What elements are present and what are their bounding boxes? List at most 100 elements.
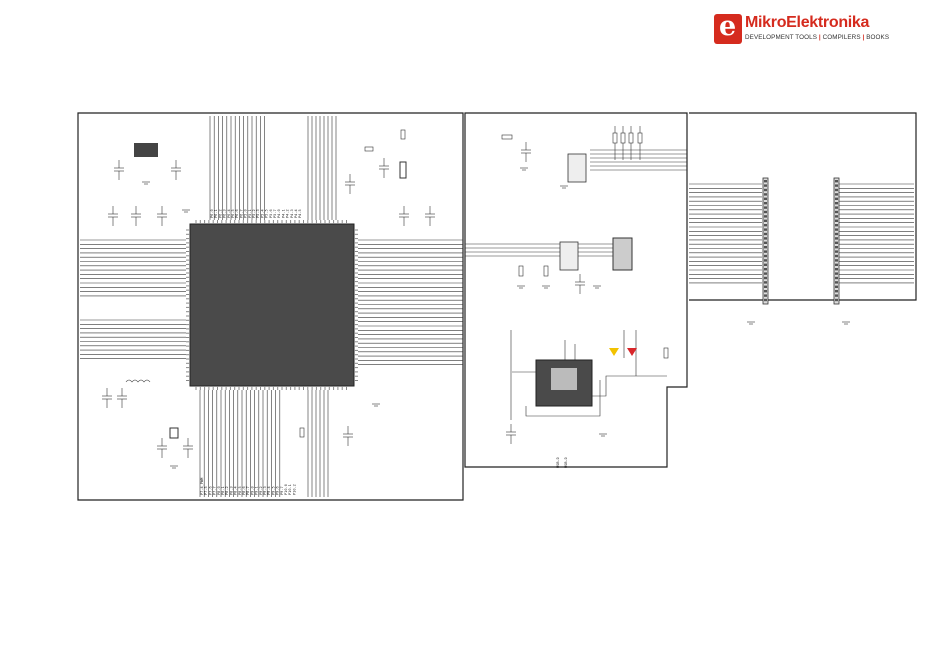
net-label: P10.1: [288, 484, 292, 495]
net-label: P4.0: [277, 209, 281, 218]
resistor: [628, 132, 634, 144]
net-label: P6.2: [218, 209, 222, 218]
net-label: P6.1: [214, 209, 218, 218]
net-label: P6.3: [223, 209, 227, 218]
header-pin: [835, 188, 838, 192]
header-pin: [764, 263, 767, 266]
jumper-block: [559, 241, 579, 271]
net-label: P8.6: [242, 486, 246, 495]
net-label: P8.2: [225, 486, 229, 495]
net-label: P8.5: [238, 486, 242, 495]
header-pin: [764, 268, 767, 271]
header-pin: [835, 180, 838, 183]
header-pin: [764, 246, 767, 249]
net-label: USB-D: [564, 457, 568, 468]
header-pin: [835, 228, 838, 231]
net-label: P8.1: [221, 486, 225, 495]
header-pin: [835, 268, 838, 271]
header-pin: [835, 197, 838, 200]
header-pin: [835, 193, 838, 196]
header-pin: [764, 219, 767, 222]
header-pin: [835, 219, 838, 222]
header-pin: [764, 228, 767, 231]
net-label: P7.4_PWM: [200, 477, 204, 495]
net-label: P5.5: [265, 209, 269, 218]
header-pin: [835, 241, 838, 244]
net-label: P8.0: [217, 486, 221, 495]
header-pin: [764, 184, 767, 187]
usb-controller-core: [551, 368, 577, 390]
header-pin: [835, 237, 838, 240]
mcu-chip: [189, 223, 355, 387]
header-pin: [764, 272, 767, 275]
net-label: P5.2: [252, 209, 256, 218]
inductor: [125, 379, 151, 383]
header-pin: [835, 224, 838, 227]
net-label: P9.4: [267, 486, 271, 495]
tagline-books: BOOKS: [866, 34, 890, 41]
header-pin: [835, 285, 838, 288]
header-pin: [835, 210, 838, 214]
header-pin: [835, 263, 838, 266]
resistor: [663, 347, 669, 359]
net-label: P8.7: [246, 486, 250, 495]
tagline-compilers: COMPILERS: [822, 34, 861, 41]
net-label: P8.3: [229, 486, 233, 495]
header-pin: [764, 193, 767, 196]
header-pin: [764, 294, 767, 297]
header-pin: [835, 206, 838, 209]
pin-header: [833, 177, 840, 305]
net-label: P8.4: [234, 486, 238, 495]
led-yellow-icon: [609, 348, 619, 356]
net-label: P10.0: [284, 484, 288, 495]
header-pin: [835, 259, 838, 262]
header-pin: [764, 224, 767, 227]
net-label: P6.4: [227, 209, 231, 218]
net-label: P7.5: [204, 486, 208, 495]
net-label: P9.5: [271, 486, 275, 495]
net-label: P5.1: [248, 209, 252, 218]
resistor: [518, 265, 524, 277]
header-pin: [764, 197, 767, 200]
brand-mark-icon: e: [714, 11, 742, 44]
net-label: P10.2: [292, 484, 296, 495]
header-pin: [764, 210, 767, 214]
net-label: P9.3: [263, 486, 267, 495]
panel-mcu-border: [77, 112, 464, 501]
net-label: P6.5: [231, 209, 235, 218]
header-pin: [835, 202, 838, 205]
net-label: P5.7: [273, 209, 277, 218]
header-pin: [764, 276, 767, 280]
header-pin: [764, 281, 767, 284]
net-label: P7.6: [208, 486, 212, 495]
header-pin: [764, 215, 767, 218]
crystal: [399, 161, 407, 179]
brand-name: MikroElektronika: [745, 14, 870, 31]
header-pin: [764, 290, 767, 293]
tagline-separator: |: [818, 34, 821, 41]
usb-connector: [612, 237, 633, 271]
panel-usb-border: [464, 112, 688, 468]
header-pin: [764, 202, 767, 205]
net-label: P9.7: [280, 486, 284, 495]
brand-tagline: DEVELOPMENT TOOLS | COMPILERS | BOOKS: [745, 34, 889, 41]
net-label: P4.4: [294, 209, 298, 218]
resistor: [501, 134, 513, 140]
net-label: P4.2: [286, 209, 290, 218]
jumper-block: [567, 153, 587, 183]
net-label: P6.6: [235, 209, 239, 218]
header-pin: [835, 276, 838, 280]
header-pin: [764, 188, 767, 192]
tagline-separator: |: [862, 34, 865, 41]
header-pin: [835, 294, 838, 297]
net-label: P6.0: [210, 209, 214, 218]
mcu-pin-stubs: [186, 220, 358, 390]
header-pin: [835, 298, 838, 302]
header-pin: [764, 285, 767, 288]
voltage-regulator: [134, 143, 158, 157]
header-pin: [764, 241, 767, 244]
net-label: P9.0: [250, 486, 254, 495]
header-pin: [764, 259, 767, 262]
